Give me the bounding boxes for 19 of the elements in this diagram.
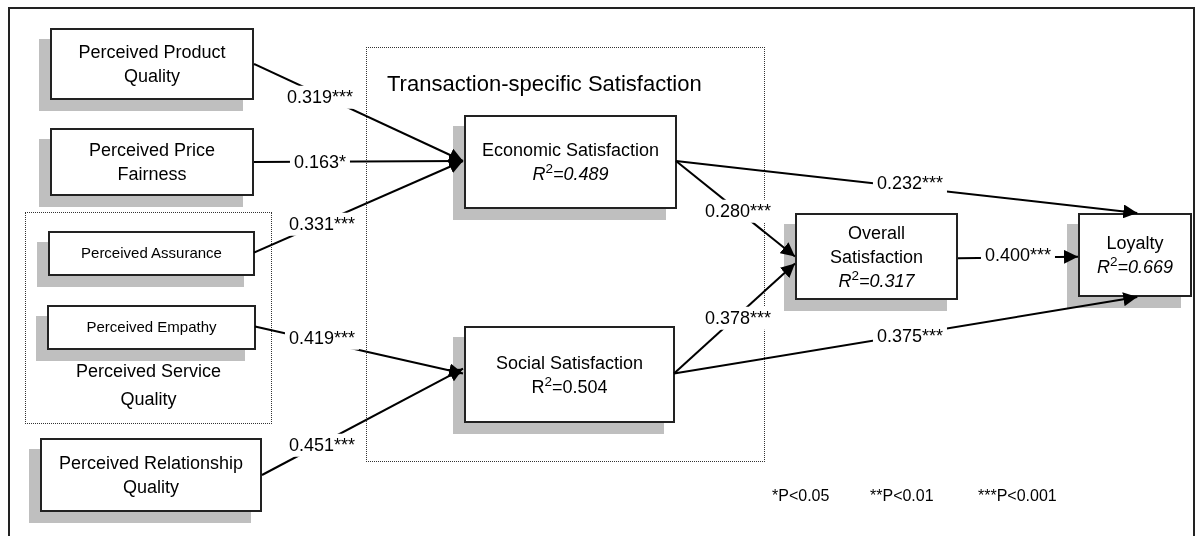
construct-label: Perceived Price Fairness [87,139,217,186]
group-title: Transaction-specific Satisfaction [387,70,702,98]
r-squared-value: R$^{2}$=0.669 [1095,255,1175,279]
r-squared-value: R$^{2}$=0.489 [531,162,610,186]
construct-label: Perceived Product Quality [77,41,227,88]
construct-label: Perceived Relationship Quality [57,452,245,499]
group-title: Perceived Service Quality [74,360,223,411]
construct-label: Overall Satisfaction [828,221,925,269]
r-squared-value: R$^{2}$=0.504 [530,374,609,399]
group-frame [25,212,272,424]
significance-note: **P<0.01 [870,486,934,506]
construct-label: Social Satisfaction [494,351,645,375]
construct-label: Perceived Assurance [81,244,222,263]
construct-label: Economic Satisfaction [480,139,661,162]
construct-label: Loyalty [1105,232,1165,255]
construct-label: Perceived Empathy [86,318,217,337]
r-squared-value: R$^{2}$=0.317 [837,268,916,293]
significance-note: ***P<0.001 [978,486,1057,506]
significance-note: *P<0.05 [772,486,830,506]
